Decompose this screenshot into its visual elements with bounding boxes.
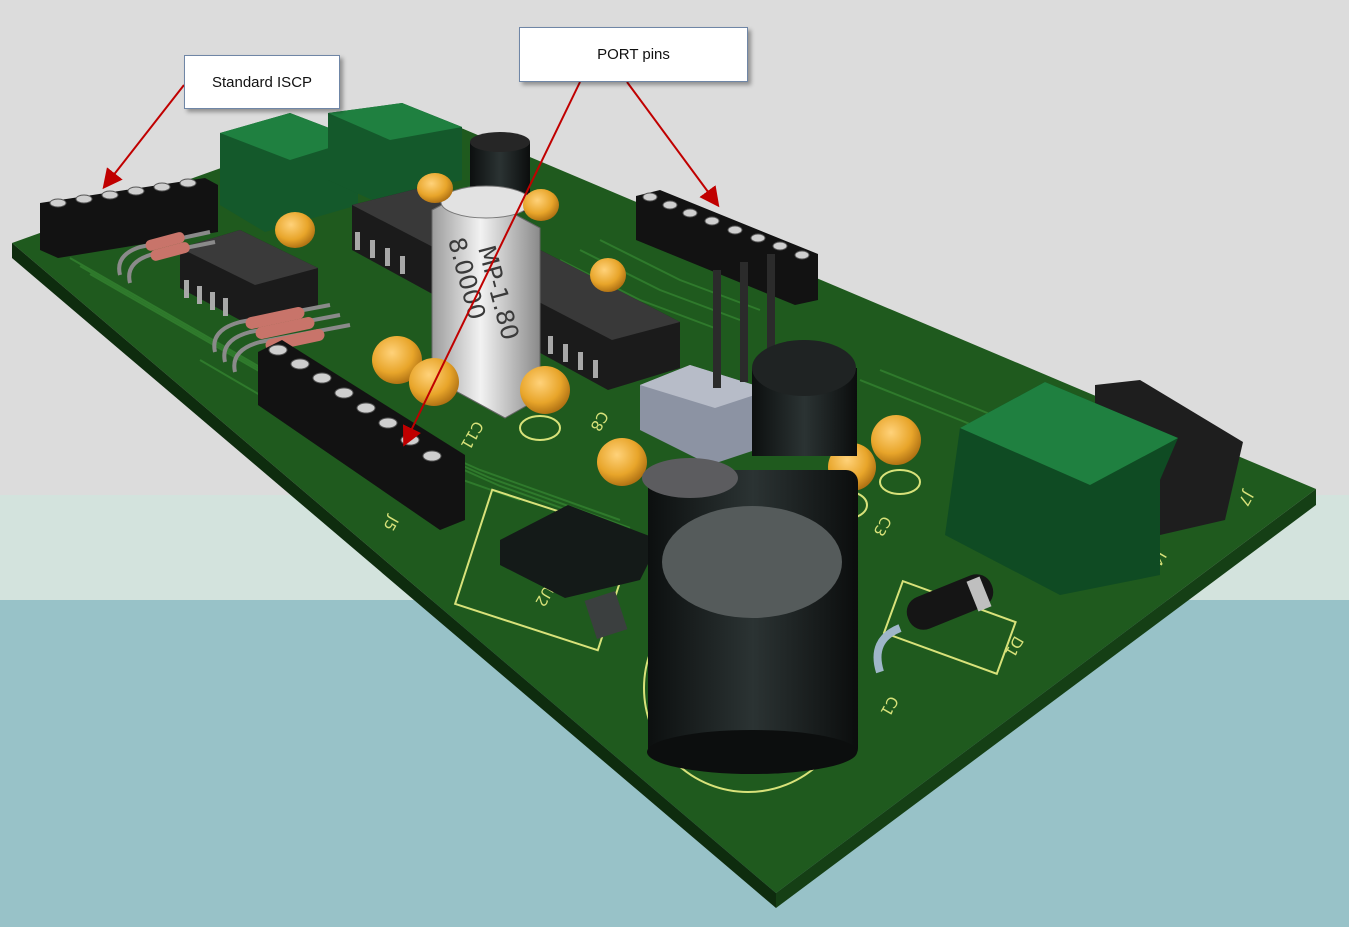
electrolytic-capacitor [642, 458, 858, 774]
terminal-block-top [220, 103, 462, 232]
callout-arrows [102, 81, 720, 447]
callout-standard-iscp: Standard ISCP [184, 55, 340, 109]
smd-regulator-u2 [500, 505, 660, 639]
crystal: 8.0000 MP-1.80 [431, 185, 541, 419]
to92-right [752, 340, 857, 456]
diode [873, 574, 994, 674]
callout-port-pins: PORT pins [519, 27, 748, 82]
voltage-regulator [640, 254, 775, 465]
resistors [117, 230, 351, 373]
terminal-block-right [945, 380, 1243, 595]
